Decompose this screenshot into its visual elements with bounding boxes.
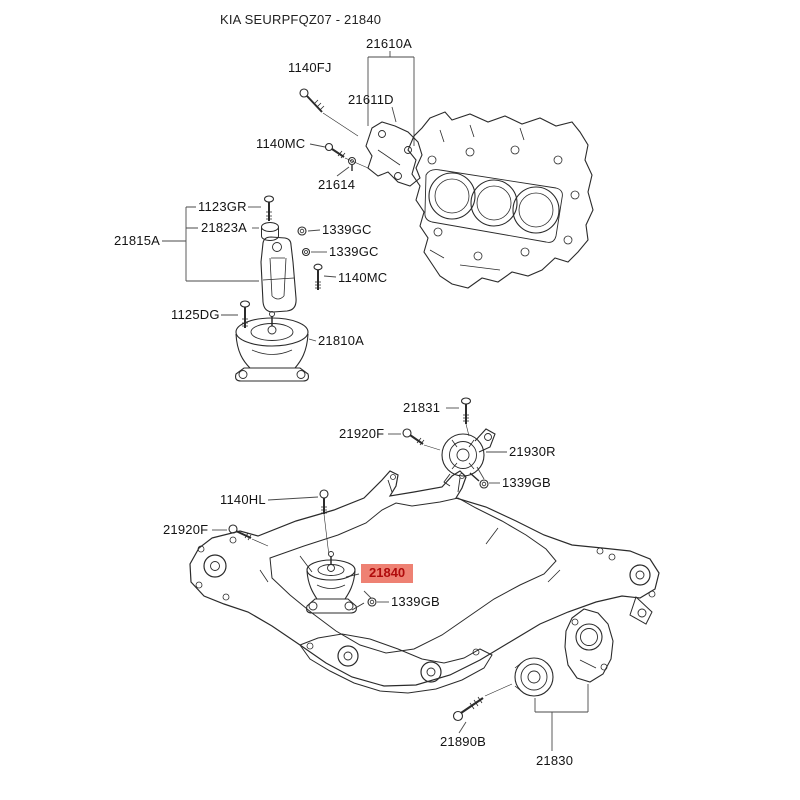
nut-1339GB-b	[367, 597, 377, 607]
diagram-title: KIA SEURPFQZ07 - 21840	[220, 12, 382, 27]
part-label-21831[interactable]: 21831	[403, 400, 441, 415]
knuckle-bracket-21830	[564, 608, 614, 683]
part-label-21920F-b[interactable]: 21920F	[163, 522, 209, 537]
bolt-21831	[460, 397, 472, 437]
stud-21614	[348, 157, 356, 171]
part-label-1140MC-a[interactable]: 1140MC	[256, 136, 306, 151]
bolt-1140FJ	[299, 88, 359, 137]
part-label-21890B[interactable]: 21890B	[440, 734, 487, 749]
part-label-21930R[interactable]: 21930R	[509, 444, 556, 459]
part-label-1339GC-a[interactable]: 1339GC	[322, 222, 372, 237]
bracket-21611D	[365, 121, 423, 187]
bolt-1140MC-lower	[313, 263, 323, 290]
bolt-1140MC-upper	[324, 142, 369, 169]
bushing-21830	[514, 657, 554, 697]
bolt-21890B	[452, 683, 513, 722]
part-label-1125DG[interactable]: 1125DG	[171, 307, 220, 322]
leader-lines	[162, 51, 589, 751]
part-label-1123GR[interactable]: 1123GR	[198, 199, 247, 214]
mount-21810A	[235, 311, 309, 382]
part-label-1140FJ[interactable]: 1140FJ	[288, 60, 332, 75]
part-label-21840-highlighted[interactable]: 21840	[361, 564, 414, 583]
part-label-1140HL[interactable]: 1140HL	[220, 492, 266, 507]
nut-1339GC-b	[301, 247, 311, 257]
nut-1339GB-a	[479, 479, 489, 489]
bolt-1123GR	[263, 195, 275, 221]
engine-block	[407, 111, 594, 289]
nut-1339GC-a	[297, 226, 307, 236]
part-label-21611D[interactable]: 21611D	[348, 92, 394, 107]
part-label-21610A[interactable]: 21610A	[366, 36, 413, 51]
part-label-21823A[interactable]: 21823A	[201, 220, 248, 235]
part-label-21614[interactable]: 21614	[318, 177, 356, 192]
part-label-21830[interactable]: 21830	[536, 753, 574, 768]
part-label-21810A[interactable]: 21810A	[318, 333, 365, 348]
part-label-1339GB-a[interactable]: 1339GB	[502, 475, 551, 490]
part-label-1140MC-b[interactable]: 1140MC	[338, 270, 388, 285]
bracket-21815A	[260, 236, 297, 313]
insulator-21823A	[261, 222, 279, 241]
mount-21840	[306, 551, 365, 614]
part-label-21815A[interactable]: 21815A	[114, 233, 161, 248]
mount-21930R	[441, 428, 496, 487]
part-label-1339GC-b[interactable]: 1339GC	[329, 244, 379, 259]
subframe-crossmember	[189, 470, 660, 694]
part-label-21920F-a[interactable]: 21920F	[339, 426, 385, 441]
part-label-1339GB-b[interactable]: 1339GB	[391, 594, 440, 609]
bolt-21920F-upper	[402, 428, 441, 451]
bolt-1140HL	[319, 489, 330, 557]
